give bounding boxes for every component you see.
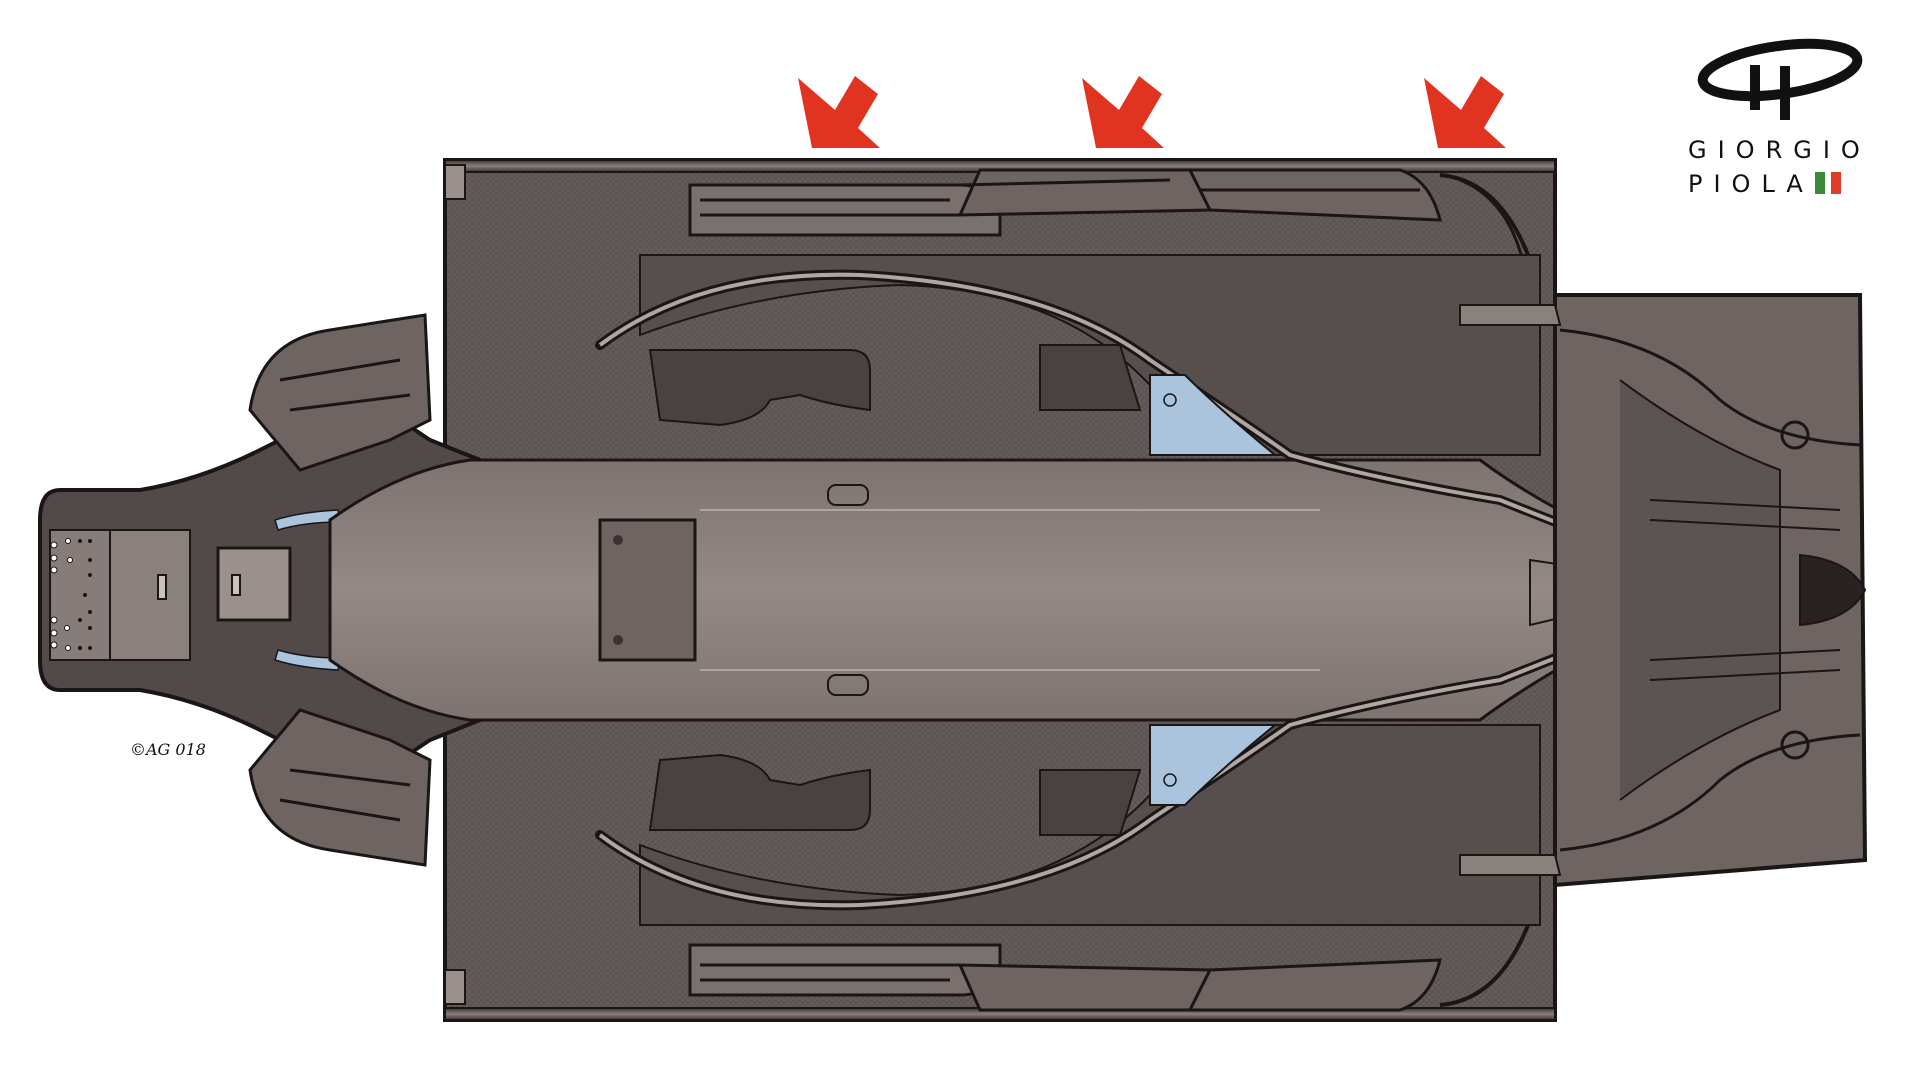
blue-insert-top: [1149, 374, 1278, 456]
central-plank: [328, 458, 1724, 722]
brand-name-line1: GIORGIO: [1688, 136, 1871, 164]
floor-edge-slots-top: [688, 168, 1532, 271]
blue-inserts: [1149, 374, 1278, 806]
front-wing-element-bottom: [248, 708, 432, 867]
arrow-icon: [1424, 76, 1506, 148]
skid-plate-front: [49, 529, 111, 661]
brand-name-line2: PIOLA: [1688, 170, 1814, 198]
blue-insert-bottom: [1149, 724, 1278, 806]
artist-signature: ©AG 018: [130, 740, 206, 759]
access-hatch: [216, 546, 292, 622]
flag-red-stripe: [1831, 172, 1841, 194]
annotation-arrows: [798, 76, 1506, 148]
arrow-icon: [1082, 76, 1164, 148]
front-wing-element-top: [248, 313, 432, 472]
arrow-icon: [798, 76, 880, 148]
flag-green-stripe: [1815, 172, 1825, 194]
gp-logo-icon: [1697, 38, 1863, 120]
rear-diffuser: [1459, 293, 1868, 888]
floor-edge-slots-bottom: [688, 919, 1532, 1012]
